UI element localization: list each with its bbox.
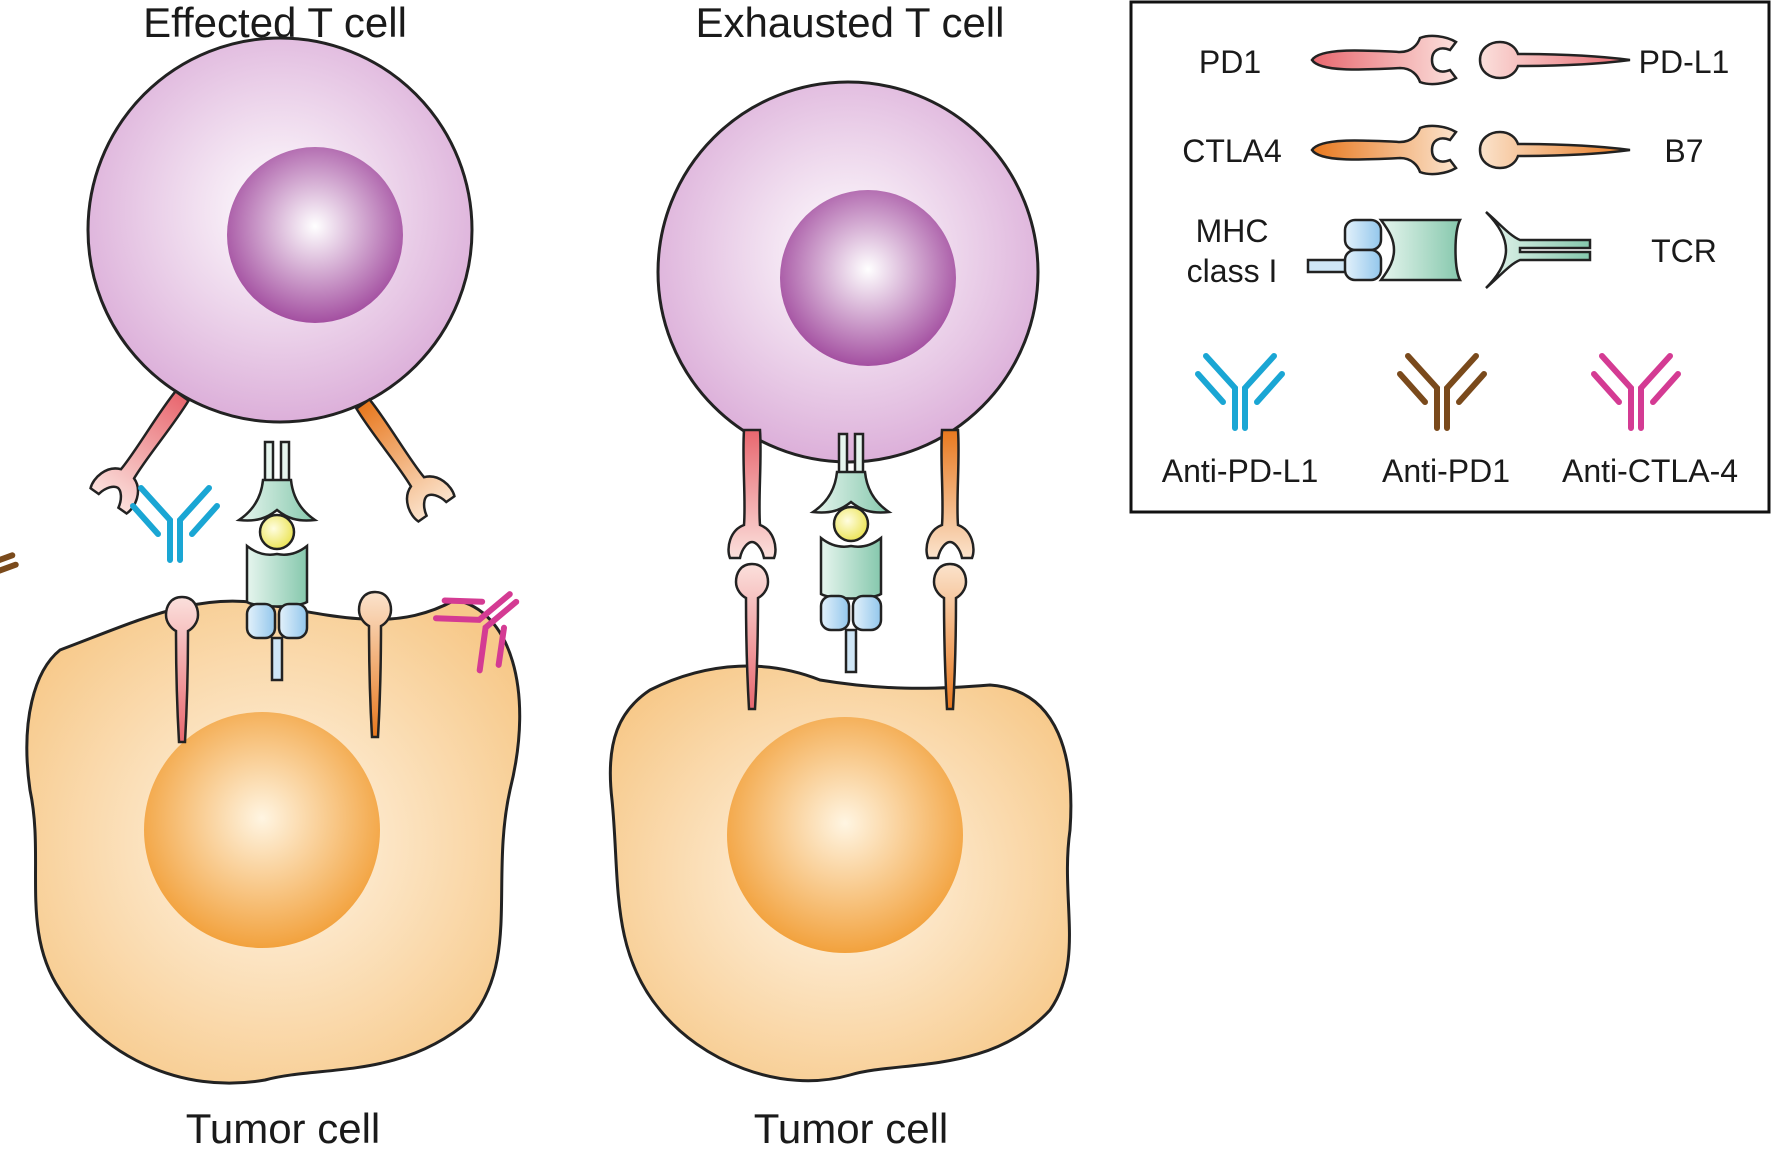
- legend-tcr-label: TCR: [1651, 233, 1717, 269]
- tcr-mhc-complex-right: [811, 432, 891, 674]
- t-cell-nucleus-exhausted: [780, 190, 956, 366]
- panel-exhausted: Exhausted T cell Tumor cell: [608, 0, 1073, 1152]
- pd1-receptor-right: [727, 428, 777, 560]
- ctla4-receptor-right: [925, 428, 975, 560]
- anti-pd1-antibody-left: [0, 521, 28, 625]
- legend-mhc-icon: [1306, 218, 1463, 282]
- panel-title-exhausted: Exhausted T cell: [696, 0, 1005, 46]
- anti-pdl1-antibody-left: [133, 488, 217, 560]
- legend-tcr-icon: [1485, 211, 1592, 289]
- legend-b7-label: B7: [1664, 133, 1703, 169]
- ctla4-receptor-left: [342, 389, 457, 524]
- tumor-label-right: Tumor cell: [754, 1105, 948, 1152]
- tumor-label-left: Tumor cell: [186, 1105, 380, 1152]
- legend-anti-pdl1-label: Anti-PD-L1: [1162, 453, 1319, 489]
- legend-anti-pd1-label: Anti-PD1: [1382, 453, 1510, 489]
- legend-pd1-label: PD1: [1199, 44, 1261, 80]
- t-cell-nucleus-effected: [227, 147, 403, 323]
- legend-box: PD1 PD-L1 CTLA4 B7 MHC class I TCR: [1129, 0, 1771, 514]
- legend-pdl1-label: PD-L1: [1639, 44, 1730, 80]
- legend-anti-ctla4-label: Anti-CTLA-4: [1562, 453, 1738, 489]
- tumor-nucleus-right: [727, 717, 963, 953]
- legend-ctla4-icon: [1310, 124, 1458, 176]
- tumor-nucleus-left: [144, 712, 380, 948]
- legend-mhc-label-line2: class I: [1187, 253, 1278, 289]
- legend-ctla4-label: CTLA4: [1182, 133, 1282, 169]
- legend-b7-icon: [1478, 130, 1631, 170]
- legend-mhc-label-line1: MHC: [1196, 213, 1269, 249]
- legend-pdl1-icon: [1478, 40, 1631, 80]
- panel-effected: Effected T cell: [0, 0, 540, 1152]
- legend-pd1-icon: [1310, 34, 1458, 86]
